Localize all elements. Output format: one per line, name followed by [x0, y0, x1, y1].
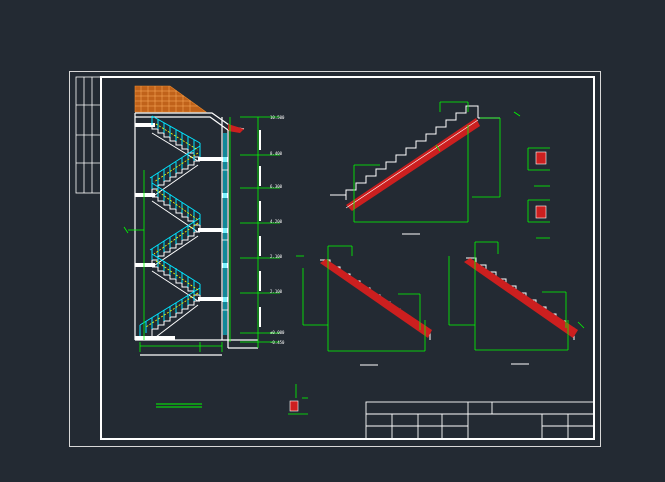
- section-dimension-lines: [123, 116, 280, 352]
- vertical-dimension-text: [259, 130, 261, 327]
- stair-section-view: 10.500 8.400 6.300 4.200 2.100 2.100 ±0.…: [123, 85, 285, 356]
- inner-drawing-frame: [100, 76, 595, 440]
- window-ticks: [222, 169, 228, 311]
- window-strip: [223, 133, 227, 335]
- stair-flight-detail-2: [296, 245, 432, 366]
- outer-sheet-border: [69, 71, 601, 447]
- wall-outline: [134, 113, 258, 356]
- scale-bar: [156, 403, 202, 408]
- handrail-hatch: [145, 123, 199, 328]
- stair-flight-detail-3: [448, 241, 585, 365]
- elevation-label: 2.100: [270, 289, 283, 294]
- title-block: [365, 401, 595, 440]
- roof-slab: [135, 112, 245, 131]
- column-section-icon: [527, 147, 550, 239]
- stair-railing-icon: [139, 115, 201, 336]
- elevation-label: 2.100: [270, 254, 283, 259]
- binding-margin-strip: [75, 76, 102, 194]
- elevation-label: 10.500: [270, 115, 285, 120]
- stair-flights: [151, 125, 201, 341]
- roof-tiles-icon: [134, 85, 207, 113]
- stair-flight-detail-1: [330, 101, 521, 235]
- elevation-label: 8.400: [270, 151, 283, 156]
- rebar-detail-icon: [288, 384, 308, 415]
- elevation-label: ±0.000: [270, 330, 285, 335]
- elevation-label: -0.450: [270, 340, 285, 345]
- elevation-marks: 10.500 8.400 6.300 4.200 2.100 2.100 ±0.…: [270, 115, 285, 345]
- elevation-label: 4.200: [270, 219, 283, 224]
- eave-section: [228, 124, 244, 133]
- elevation-label: 6.300: [270, 184, 283, 189]
